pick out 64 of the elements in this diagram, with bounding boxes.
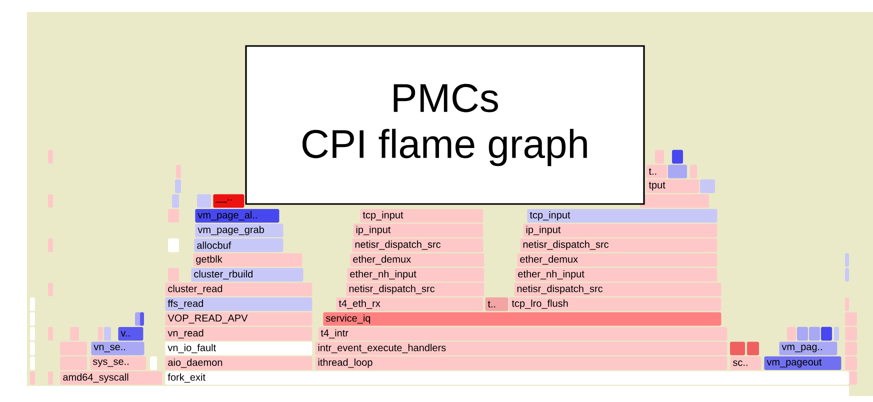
node-label: ip_input (356, 226, 391, 236)
frame-bar: vm_page_al.. (195, 209, 280, 223)
frame-bar: tcp_lro_flush (509, 297, 722, 311)
node-label: ip_input (526, 226, 561, 236)
frame-bar: t.. (646, 164, 668, 178)
frame-bar: ether_demux (517, 253, 718, 267)
frame-bar: ether_nh_input (515, 268, 718, 282)
node-label: netisr_dispatch_src (517, 284, 603, 294)
frame-bar: t4_eth_rx (336, 297, 484, 311)
node-label: ether_nh_input (518, 270, 584, 280)
node-label: tcp_lro_flush (512, 300, 568, 309)
frame-bar: amd64_syscall (60, 371, 162, 385)
frame-bar: ether_nh_input (347, 268, 484, 282)
frame-bar: service_iq (323, 312, 722, 326)
node-label: vm_page_grab (198, 226, 264, 236)
frame-bar: cluster_read (165, 282, 312, 296)
frame-bar: ip_input (523, 224, 718, 238)
node-label: ether_demux (353, 255, 411, 265)
frame-bar: fork_exit (165, 371, 850, 385)
frame-bar: __.. (213, 194, 244, 208)
frame-bar: ip_input (353, 224, 484, 238)
frame-bar: ithread_loop (315, 356, 728, 370)
node-label: ether_nh_input (350, 270, 416, 280)
frame-bar: cluster_rbuild (191, 268, 304, 282)
frame-bar: ffs_read (165, 297, 312, 311)
frame-bar: sc.. (730, 356, 762, 370)
frame-bar: vm_pageout (764, 356, 842, 370)
frame-bar: vm_page_grab (195, 224, 284, 238)
frame-bar: getblk (193, 253, 302, 267)
frame-bar: netisr_dispatch_src (520, 238, 718, 252)
frame-bar: t.. (485, 297, 508, 311)
frame-bar: v.. (118, 327, 144, 341)
frame-bar: tcp_input (527, 209, 718, 223)
node-label: fork_exit (168, 373, 206, 383)
node-label: allocbuf (197, 242, 232, 249)
node-label: intr_event_execute_handlers (318, 344, 446, 354)
frame-bar: tput (646, 179, 700, 193)
node-label: netisr_dispatch_src (349, 284, 435, 294)
node-label: t4_intr (320, 329, 348, 338)
frame-bar: intr_event_execute_handlers (315, 342, 728, 356)
frame-bar: netisr_dispatch_src (346, 282, 484, 296)
frame-bar: vn_read (165, 327, 312, 341)
frame-bar: allocbuf (194, 238, 284, 252)
node-label: netisr_dispatch_src (355, 240, 441, 250)
node-label: ithread_loop (318, 358, 372, 368)
frame-bar: sys_se.. (90, 356, 146, 370)
frame-bar: tcp_input (360, 209, 484, 223)
node-label: amd64_syscall (63, 373, 128, 383)
frame-bar: vn_se.. (91, 342, 144, 356)
frame-bar: ether_demux (350, 253, 484, 267)
node-label: ether_demux (520, 255, 578, 265)
frame-bar: t4_intr (318, 327, 728, 341)
frame-bar: netisr_dispatch_src (514, 282, 722, 296)
frame-bar: vm_pag.. (779, 342, 838, 356)
frame-bar: vn_io_fault (165, 342, 312, 356)
node-label: netisr_dispatch_src (523, 240, 609, 250)
node-label: VOP_READ_APV (168, 314, 248, 324)
frame-bar: netisr_dispatch_src (352, 238, 484, 252)
node-label: t.. (648, 168, 656, 175)
title-box: PMCs CPI flame graph (245, 45, 645, 205)
node-label: t4_eth_rx (338, 300, 380, 309)
frame-bar: aio_daemon (165, 356, 312, 370)
frame-bar: VOP_READ_APV (165, 312, 312, 326)
node-label: tcp_input (362, 211, 404, 220)
